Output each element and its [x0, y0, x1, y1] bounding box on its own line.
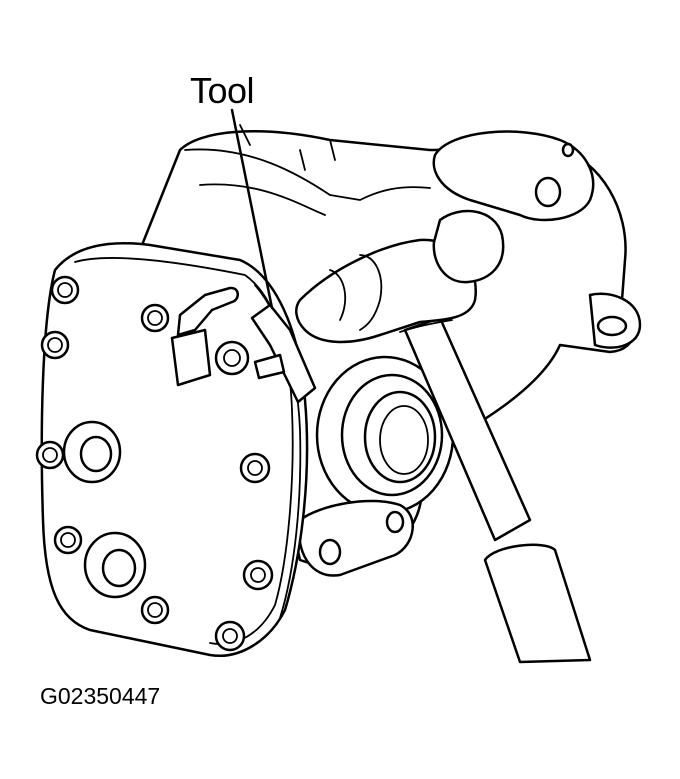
pin-tool-icon: [250, 303, 317, 404]
housing-rib: [239, 124, 336, 171]
seal-boss-ring: [379, 405, 429, 475]
figure-code: G02350447: [40, 683, 161, 709]
tool-callout-label: Tool: [190, 70, 255, 111]
tool-body: [250, 303, 317, 404]
upper-boss-hole: [534, 176, 562, 208]
cover-bolts: [35, 275, 274, 652]
lower-flange-hole: [385, 510, 405, 534]
upper-boss-hole-small: [561, 142, 575, 158]
hammer-head-detail: [359, 254, 383, 331]
hammer-collar: [399, 319, 453, 333]
right-lug-hole: [596, 315, 628, 337]
tool-pin: [253, 353, 286, 380]
housing-rib: [199, 183, 326, 216]
hammer-icon: [295, 209, 592, 664]
compressor-housing-icon: [35, 124, 642, 658]
hammer-head-detail: [329, 269, 347, 321]
cover-boss-inner: [79, 435, 113, 473]
hammer-grip: [483, 543, 592, 664]
cover-clip: [170, 328, 212, 387]
hammer-face: [432, 209, 505, 284]
lower-flange-hole: [318, 538, 342, 566]
cover-boss-inner: [101, 548, 137, 588]
housing-rib: [184, 148, 431, 201]
callout-leader: [230, 108, 274, 310]
cover-pipe: [176, 286, 239, 337]
front-cover-rim: [74, 257, 294, 645]
seal-boss-inner: [363, 390, 437, 484]
